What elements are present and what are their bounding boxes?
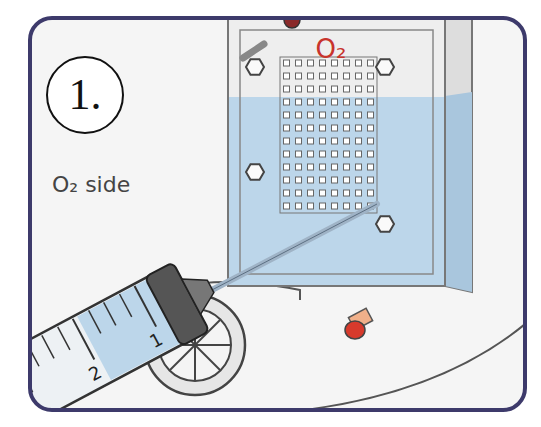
panel-frame — [30, 18, 525, 410]
side-label: O₂ side — [52, 172, 130, 197]
base-edge — [250, 320, 525, 410]
red-knob — [345, 308, 373, 339]
electrolysis-cell — [228, 18, 472, 292]
needle — [210, 204, 377, 291]
syringe — [30, 252, 229, 410]
needle-edge — [210, 204, 377, 291]
step-number-circle: 1. — [46, 56, 124, 134]
device-label: O₂ — [316, 34, 347, 64]
step-number: 1. — [69, 73, 102, 117]
